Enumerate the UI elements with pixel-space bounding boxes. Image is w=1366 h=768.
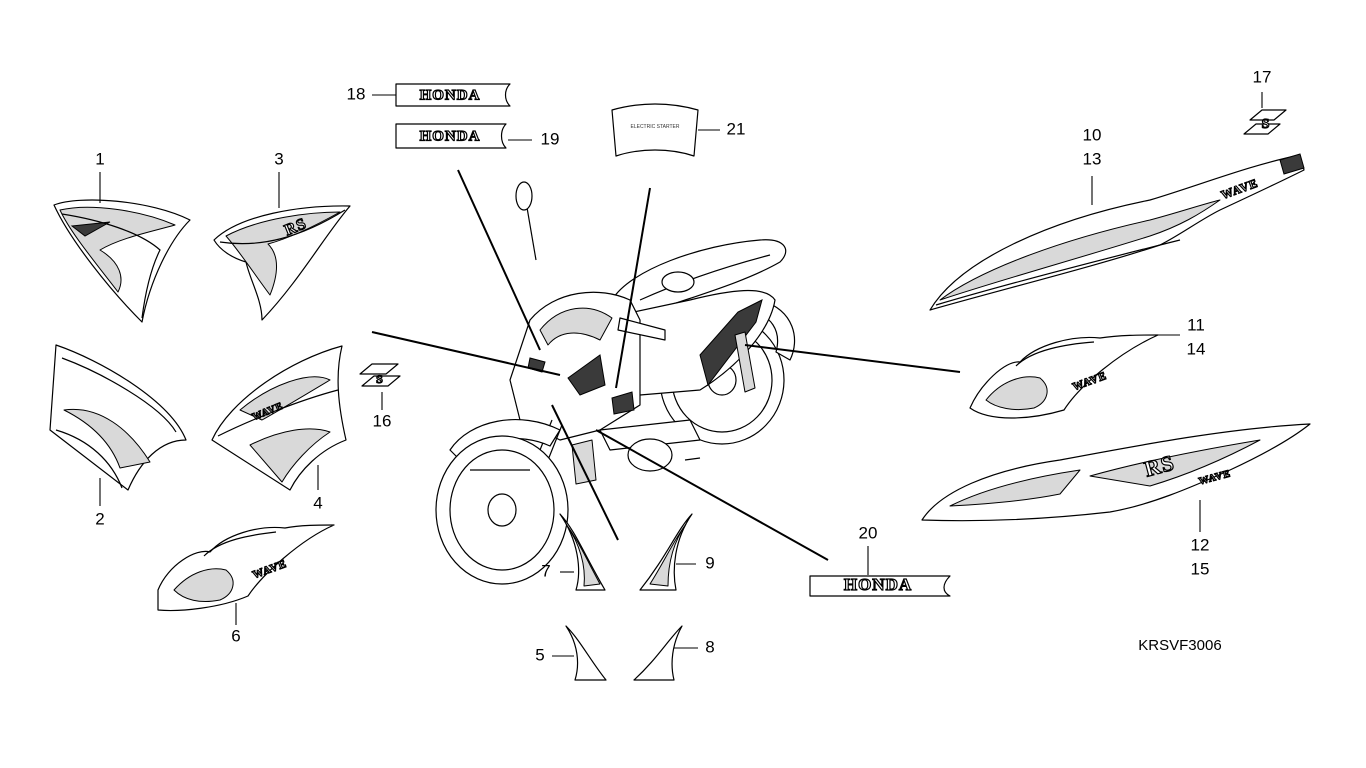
decal-part-17: S <box>1243 109 1287 135</box>
callout-7: 7 <box>541 561 550 580</box>
callout-10: 10 <box>1083 125 1102 144</box>
decal-part-20: HONDA <box>809 574 951 597</box>
callout-12: 12 <box>1191 535 1210 554</box>
callout-20: 20 <box>859 523 878 542</box>
callout-18: 18 <box>347 84 366 103</box>
decal-part-16: S <box>359 363 401 387</box>
callout-16: 16 <box>373 411 392 430</box>
decal-part-6: WAVE <box>157 524 335 612</box>
motorcycle-illustration <box>435 181 796 585</box>
svg-text:HONDA: HONDA <box>420 128 481 144</box>
callout-1: 1 <box>95 149 104 168</box>
decal-part-18: HONDA <box>395 83 511 107</box>
svg-text:ELECTRIC STARTER: ELECTRIC STARTER <box>631 124 680 130</box>
svg-text:HONDA: HONDA <box>420 87 481 103</box>
decal-part-8 <box>633 625 683 681</box>
svg-text:HONDA: HONDA <box>844 575 912 594</box>
decal-part-1 <box>53 199 191 323</box>
decal-part-7 <box>559 513 606 591</box>
callout-14: 14 <box>1187 339 1206 358</box>
decal-part-12-15: RS WAVE <box>921 423 1311 522</box>
decal-part-21: ELECTRIC STARTER <box>611 103 699 157</box>
leader-lines <box>371 169 961 561</box>
decal-part-10-13: WAVE <box>929 153 1305 311</box>
callout-labels: 1 2 3 4 5 6 7 8 9 10 13 11 14 12 15 16 1… <box>95 67 1271 664</box>
callout-11: 11 <box>1187 315 1205 334</box>
svg-text:S: S <box>1262 117 1271 132</box>
callout-21: 21 <box>727 119 746 138</box>
callout-13: 13 <box>1083 149 1102 168</box>
decal-part-19: HONDA <box>395 123 507 149</box>
callout-2: 2 <box>95 509 104 528</box>
callout-15: 15 <box>1191 559 1210 578</box>
callout-19: 19 <box>541 129 560 148</box>
diagram-code: KRSVF3006 <box>1138 637 1221 654</box>
callout-4: 4 <box>313 493 322 512</box>
callout-8: 8 <box>705 637 714 656</box>
decal-part-5 <box>565 625 607 681</box>
decal-part-11-14: WAVE <box>969 334 1159 419</box>
decal-part-3: RS <box>213 205 351 321</box>
decal-part-2 <box>49 344 187 491</box>
decal-part-9 <box>639 513 693 591</box>
callout-9: 9 <box>705 553 714 572</box>
callout-6: 6 <box>231 626 240 645</box>
decal-part-4: WAVE <box>211 345 347 491</box>
callout-3: 3 <box>274 149 283 168</box>
callout-5: 5 <box>535 645 544 664</box>
svg-text:S: S <box>376 372 384 386</box>
callout-17: 17 <box>1253 67 1272 86</box>
